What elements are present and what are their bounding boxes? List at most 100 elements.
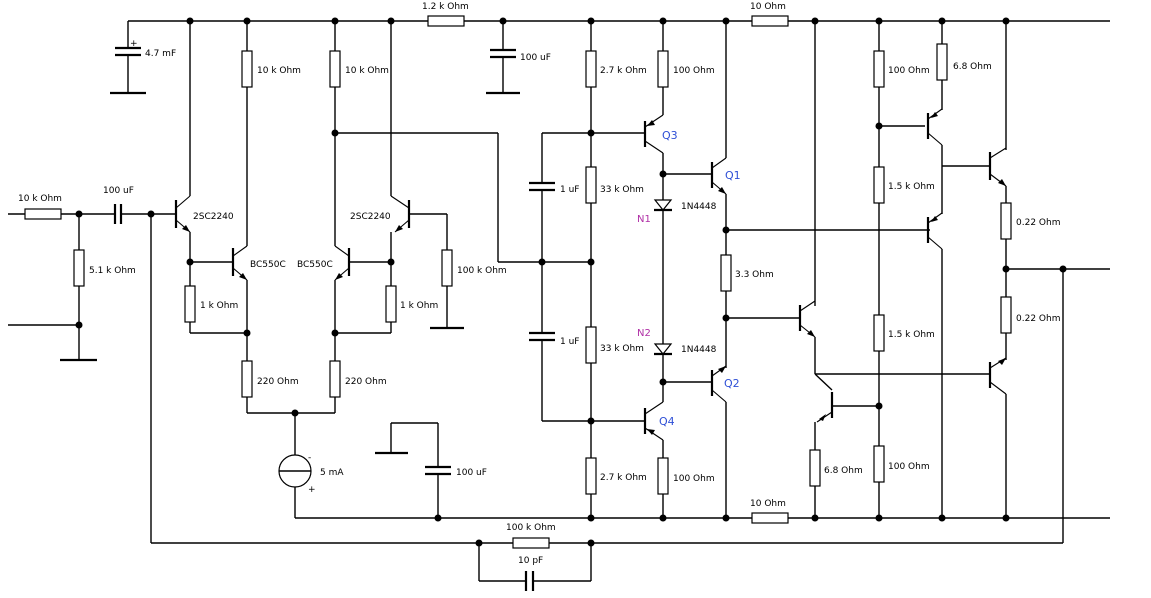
r-100-q3 xyxy=(657,50,669,88)
circle xyxy=(147,210,155,218)
r-33k-bot xyxy=(585,326,597,364)
r-1-5k-top xyxy=(873,166,885,204)
r-220-right xyxy=(329,360,341,398)
wire xyxy=(814,373,833,391)
r-1k-right-label: 1 k Ohm xyxy=(400,301,438,311)
r-100-bot xyxy=(873,445,885,483)
circle xyxy=(659,378,667,386)
circle xyxy=(291,409,299,417)
polygon xyxy=(718,187,726,194)
cap-1uf-bot-label: 1 uF xyxy=(560,337,579,347)
polygon xyxy=(182,225,190,232)
r-1k-left-label: 1 k Ohm xyxy=(200,301,238,311)
wire xyxy=(989,147,1007,159)
r-1-2k-rail xyxy=(427,15,465,27)
polygon xyxy=(998,358,1006,365)
q-2sc2240-left-label: 2SC2240 xyxy=(193,212,234,222)
circle xyxy=(587,417,595,425)
diode-n2-label: 1N4448 xyxy=(681,345,717,355)
r-100-q4-label: 100 Ohm xyxy=(673,474,715,484)
r-100-top xyxy=(873,50,885,88)
r-100-top-label: 100 Ohm xyxy=(888,66,930,76)
circle xyxy=(331,129,339,137)
circle xyxy=(722,17,730,25)
wire xyxy=(927,132,943,146)
circle xyxy=(587,17,595,25)
node-n1-label: N1 xyxy=(637,214,651,225)
circle xyxy=(938,17,946,25)
circle xyxy=(1002,17,1010,25)
q4-label: Q4 xyxy=(659,415,675,428)
circle xyxy=(499,17,507,25)
q1-label: Q1 xyxy=(725,169,741,182)
cap-100uf-top-label: 100 uF xyxy=(520,53,551,63)
polygon xyxy=(819,414,826,421)
r-1-2k-label: 1.2 k Ohm xyxy=(422,2,469,12)
r-1k-right xyxy=(385,285,397,323)
node-n2-label: N2 xyxy=(637,328,651,339)
circle xyxy=(587,539,595,547)
wire xyxy=(711,157,727,169)
circle xyxy=(875,122,883,130)
circle xyxy=(243,17,251,25)
q-2sc2240-right-label: 2SC2240 xyxy=(350,212,391,222)
r-6-8-top-label: 6.8 Ohm xyxy=(953,62,992,72)
r-3-3-label: 3.3 Ohm xyxy=(735,270,774,280)
circle xyxy=(1002,514,1010,522)
r-0-22-bot xyxy=(1000,296,1012,334)
r-100-q3-label: 100 Ohm xyxy=(673,66,715,76)
text: + xyxy=(130,39,138,49)
r-0-22-top xyxy=(1000,202,1012,240)
circle xyxy=(186,17,194,25)
current-source-label: 5 mA xyxy=(320,468,344,478)
input-cap-label: 100 uF xyxy=(103,186,134,196)
r-33k-top xyxy=(585,166,597,204)
circle xyxy=(538,258,546,266)
cap-1uf-top-label: 1 uF xyxy=(560,185,579,195)
diode-n1 xyxy=(653,199,673,211)
cap-47mf-label: 4.7 mF xyxy=(145,49,176,59)
r-10-top-label: 10 Ohm xyxy=(750,2,786,12)
r-1-5k-bot-label: 1.5 k Ohm xyxy=(888,330,935,340)
wire xyxy=(644,140,664,154)
r-220-left xyxy=(241,360,253,398)
circle xyxy=(587,129,595,137)
r-1-5k-top-label: 1.5 k Ohm xyxy=(888,182,935,192)
r-220-right-label: 220 Ohm xyxy=(345,377,387,387)
circle xyxy=(659,17,667,25)
diode-n2 xyxy=(653,343,673,355)
wire xyxy=(989,381,1007,395)
q3-label: Q3 xyxy=(662,129,678,142)
circle xyxy=(811,514,819,522)
r-6-8-bot-label: 6.8 Ohm xyxy=(824,466,863,476)
q-bc550c-right-label: BC550C xyxy=(297,260,333,270)
r-100k-feedback-label: 100 k Ohm xyxy=(506,523,556,533)
wire xyxy=(644,401,664,415)
circle xyxy=(1059,265,1067,273)
r-33k-top-label: 33 k Ohm xyxy=(600,185,644,195)
wire xyxy=(232,245,248,257)
circle xyxy=(811,17,819,25)
circle xyxy=(75,321,83,329)
circle xyxy=(875,514,883,522)
wire xyxy=(927,236,943,250)
cap-10pf-label: 10 pF xyxy=(518,556,543,566)
circle xyxy=(331,329,339,337)
wire xyxy=(799,300,816,312)
r-100k-feedback xyxy=(512,537,550,549)
r-2-7k-top-label: 2.7 k Ohm xyxy=(600,66,647,76)
polygon xyxy=(718,366,726,373)
input-resistor-label: 10 k Ohm xyxy=(18,194,62,204)
r-2-7k-bot-label: 2.7 k Ohm xyxy=(600,473,647,483)
polygon xyxy=(931,216,938,222)
r-3-3 xyxy=(720,254,732,292)
r-100-bot-label: 100 Ohm xyxy=(888,462,930,472)
wire xyxy=(390,195,410,209)
polygon xyxy=(807,330,815,337)
r-10k-left xyxy=(241,50,253,88)
r-1k-left xyxy=(184,285,196,323)
r-1-5k-bot xyxy=(873,314,885,352)
circle xyxy=(587,514,595,522)
circle xyxy=(331,17,339,25)
